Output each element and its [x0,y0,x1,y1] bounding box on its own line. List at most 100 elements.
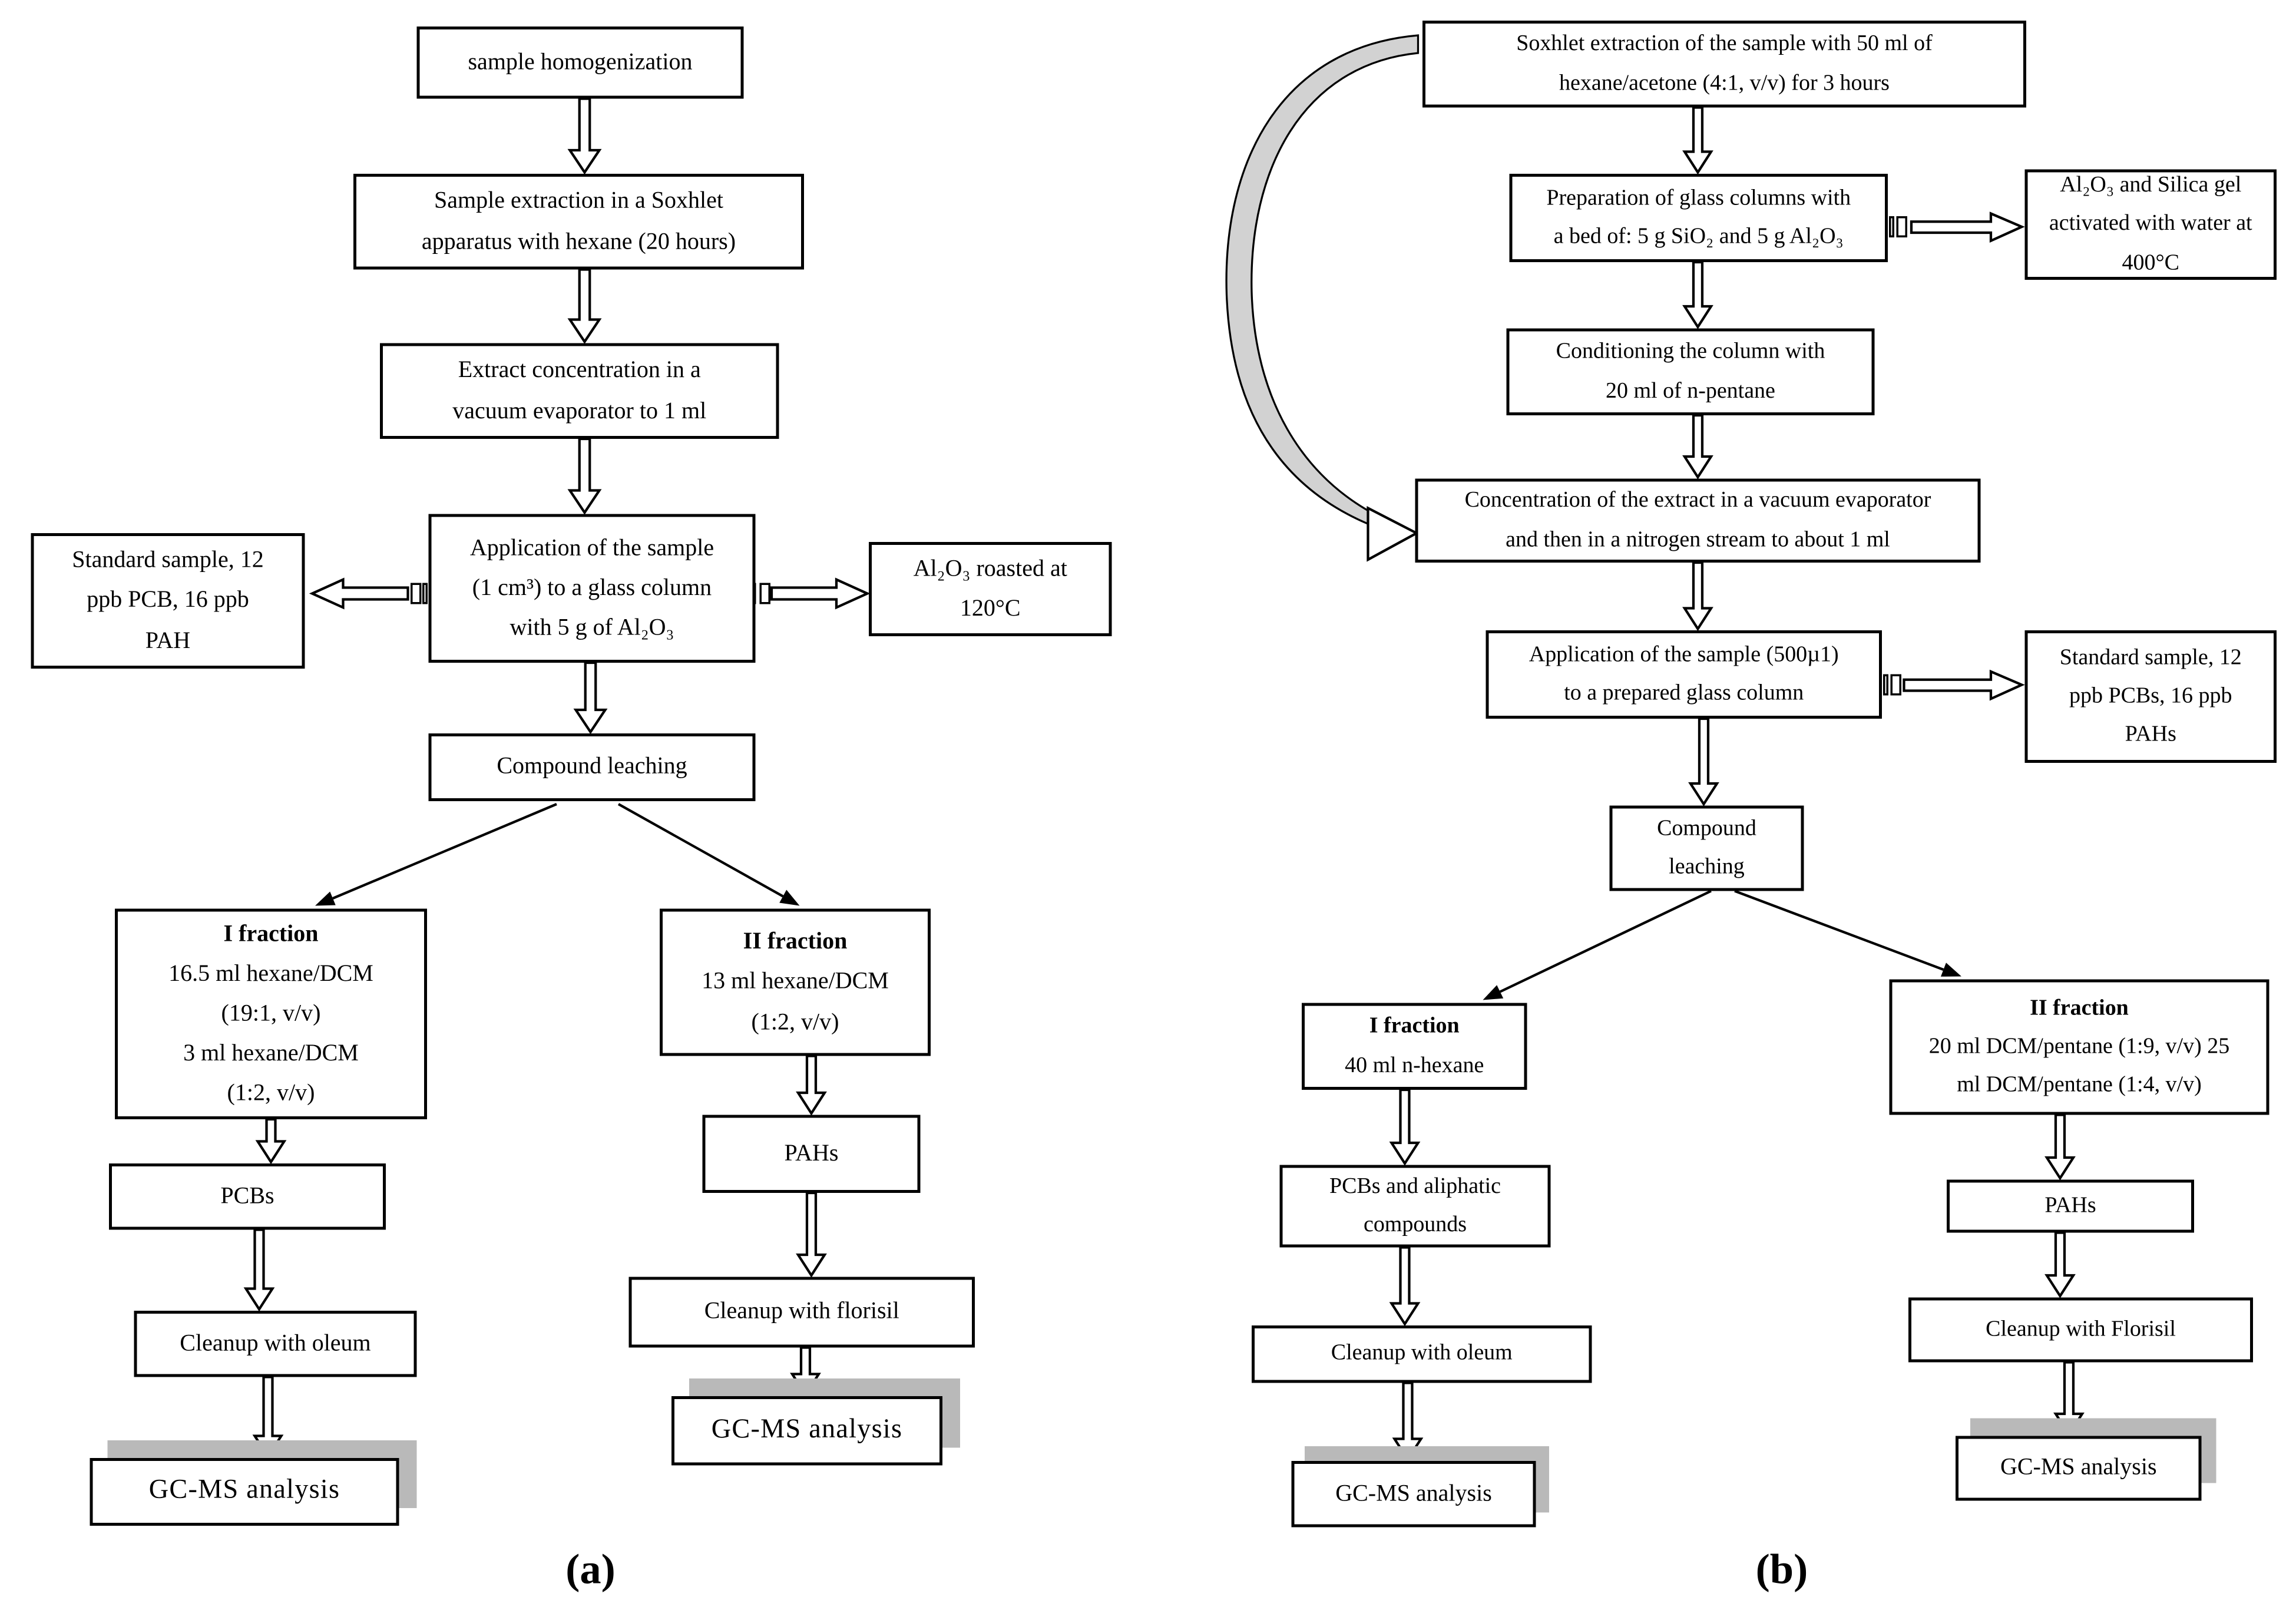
box-text-line: vacuum evaporator to 1 ml [452,398,707,424]
box-text-line: ml DCM/pentane (1:4, v/v) [1957,1072,2202,1097]
arrow-b-conditioning-concentration [1682,414,1713,480]
box-text-line: Concentration of the extract in a vacuum… [1464,488,1931,513]
arrow-b-soxhlet-columns [1682,106,1713,175]
box-b-fraction-2: II fraction 20 ml DCM/pentane (1:9, v/v)… [1889,979,2269,1115]
arrow-b-concentration-application [1682,561,1713,632]
box-a-sample-homogenization: sample homogenization [416,27,744,99]
box-text-line: II fraction [2030,995,2129,1020]
box-a-al2o3-roasted: Al₂O₃ roasted at 120°C [869,542,1112,636]
box-text-line: II fraction [743,930,848,955]
box-a-sample-application: Application of the sample (1 cm³) to a g… [428,514,756,663]
box-b-conditioning: Conditioning the column with 20 ml of n-… [1506,328,1875,415]
box-text-line: 16.5 ml hexane/DCM [168,961,373,987]
box-text-line: PAHs [2125,722,2176,747]
arrow-b-leaching-fraction2 [1734,890,1944,971]
box-text-line: (19:1, v/v) [221,1001,321,1027]
box-text-line: Cleanup with florisil [704,1300,899,1325]
box-b-sample-application: Application of the sample (500µ1) to a p… [1486,630,1882,719]
box-text-line: PCBs and aliphatic [1329,1173,1501,1199]
box-text-line: 120°C [960,596,1021,622]
arrow-b-application-leaching [1688,717,1719,806]
arrow-b-pahs-florisil [2044,1231,2076,1298]
arrow-a-pcbs-oleum [243,1228,275,1312]
connector-square [1883,674,1888,696]
arrow-b-application-standard [1903,669,2025,701]
box-b-cleanup-florisil: Cleanup with Florisil [1908,1297,2253,1363]
arrow-b-pcbs-oleum [1389,1246,1421,1327]
box-text-line: Soxhlet extraction of the sample with 50… [1516,31,1933,57]
box-text-line: Conditioning the column with [1556,339,1825,365]
arrowhead [1940,963,1961,977]
box-text-line: with 5 g of Al₂O₃ [510,616,674,641]
box-a-gcms-left: GC-MS analysis [90,1458,399,1526]
box-text-line: 400°C [2122,249,2180,275]
arrow-a-application-leaching [573,661,608,735]
box-text-line: PAHs [2044,1192,2096,1218]
box-a-fraction-1: I fraction 16.5 ml hexane/DCM (19:1, v/v… [115,908,427,1119]
box-a-cleanup-florisil: Cleanup with florisil [628,1277,975,1348]
box-b-extract-concentration: Concentration of the extract in a vacuum… [1415,478,1981,563]
arrow-a-leaching-fraction1 [332,803,557,900]
panel-b-caption: (b) [1755,1546,1808,1593]
box-text-line: 3 ml hexane/DCM [183,1041,359,1067]
box-b-cleanup-oleum: Cleanup with oleum [1252,1325,1592,1383]
arrow-a-pahs-florisil [796,1191,827,1278]
arrow-a-soxhlet-concentration [567,268,602,344]
arrow-a-leaching-fraction2 [617,803,784,898]
box-b-pcbs-aliphatic: PCBs and aliphatic compounds [1279,1165,1551,1248]
box-text-line: a bed of: 5 g SiO₂ and 5 g Al₂O₃ [1553,224,1844,249]
box-text-line: Application of the sample [469,535,714,561]
arrow-a-application-standard [309,577,409,610]
box-text-line: Standard sample, 12 [72,548,264,574]
arrow-a-fraction1-pcbs [255,1118,287,1165]
box-text-line: ppb PCBs, 16 ppb [2069,683,2232,709]
box-text-line: Al₂O₃ roasted at [913,556,1067,582]
box-text-line: apparatus with hexane (20 hours) [421,229,736,254]
box-a-gcms-right: GC-MS analysis [671,1396,942,1466]
box-b-fraction-1: I fraction 40 ml n-hexane [1302,1003,1527,1090]
box-text-line: Application of the sample (500µ1) [1529,642,1839,667]
box-text-line: Cleanup with Florisil [1986,1316,2176,1342]
box-text-line: sample homogenization [468,49,693,75]
connector-square [1888,216,1894,238]
box-text-line: 20 ml DCM/pentane (1:9, v/v) 25 [1928,1033,2230,1059]
box-text-line: Preparation of glass columns with [1546,185,1851,211]
box-b-gcms-right: GC-MS analysis [1956,1436,2202,1501]
arrow-a-application-roasted [770,577,871,610]
connector-square [759,583,770,604]
arrow-a-fraction2-pahs [796,1054,827,1116]
box-text-line: and then in a nitrogen stream to about 1… [1506,526,1890,552]
box-text-line: compounds [1363,1212,1467,1238]
box-text-line: Sample extraction in a Soxhlet [434,189,724,214]
arrow-a-homogenization-soxhlet [567,97,602,175]
connector-square [1896,216,1907,238]
arrow-a-concentration-application [567,437,602,515]
arrowhead [779,890,800,906]
box-a-compound-leaching: Compound leaching [428,733,756,801]
box-text-line: to a prepared glass column [1564,680,1804,706]
panel-a-caption: (a) [565,1546,616,1593]
box-text-line: PAHs [784,1141,839,1166]
connector-square [422,583,428,604]
box-text-line: GC-MS analysis [2000,1455,2157,1481]
arrowhead [315,891,336,906]
box-b-pahs: PAHs [1947,1179,2194,1233]
box-b-soxhlet-extraction: Soxhlet extraction of the sample with 50… [1422,21,2026,108]
arrow-b-columns-activated [1910,211,2025,243]
arrow-b-fraction2-pahs [2044,1113,2076,1181]
box-text-line: 13 ml hexane/DCM [702,970,889,995]
box-text-line: GC-MS analysis [148,1476,340,1506]
box-text-line: Al₂O₃ and Silica gel [2060,173,2242,198]
box-text-line: 40 ml n-hexane [1345,1052,1484,1077]
box-a-standard-sample: Standard sample, 12 ppb PCB, 16 ppb PAH [31,533,305,669]
box-text-line: (1:2, v/v) [751,1009,839,1035]
box-a-fraction-2: II fraction 13 ml hexane/DCM (1:2, v/v) [660,908,931,1056]
box-text-line: Standard sample, 12 [2059,644,2242,670]
box-text-line: 20 ml of n-pentane [1606,378,1775,403]
box-a-pahs: PAHs [702,1115,921,1193]
box-a-pcbs: PCBs [109,1163,386,1230]
arrow-b-leaching-fraction1 [1499,890,1712,993]
box-text-line: hexane/acetone (4:1, v/v) for 3 hours [1559,70,1890,95]
